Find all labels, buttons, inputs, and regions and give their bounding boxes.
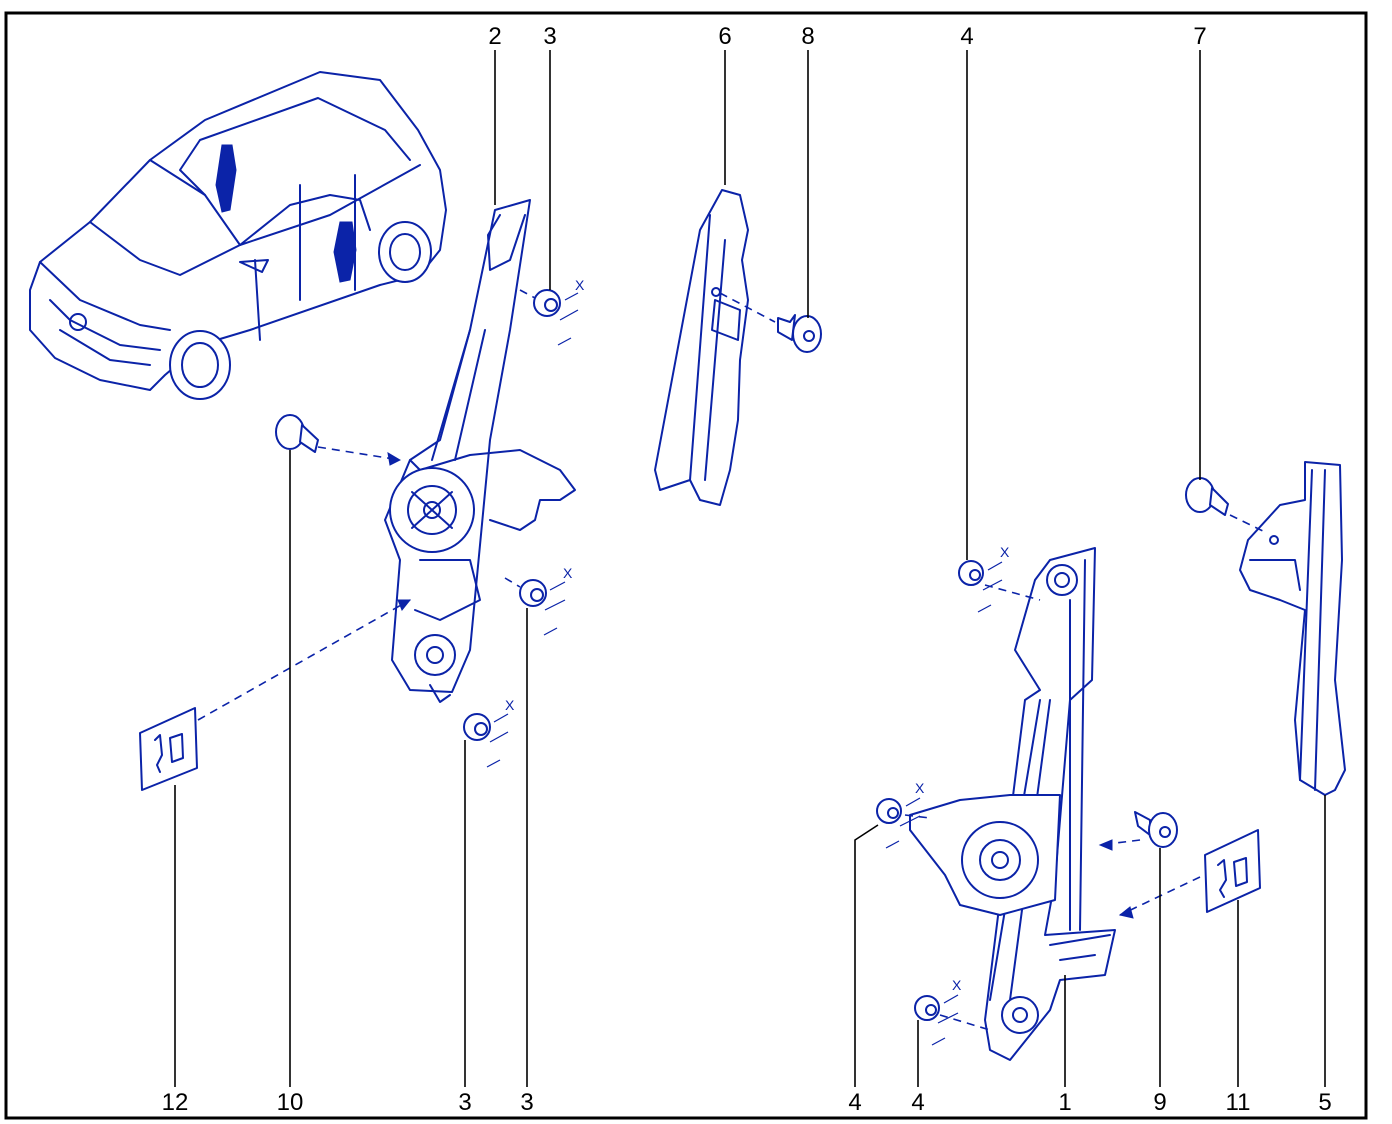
callout-8: 8 <box>801 23 814 50</box>
callout-4: 4 <box>960 23 973 50</box>
tightening-mark-3: X <box>486 697 515 768</box>
front-window-regulator <box>384 199 576 703</box>
callout-1: 1 <box>1058 1089 1071 1116</box>
tightening-mark-label: X <box>915 780 925 796</box>
rear-window-regulator <box>909 547 1116 1061</box>
rear-guide-rail <box>1239 461 1346 796</box>
tightening-mark-label: X <box>575 277 585 293</box>
nut-4-top <box>958 560 984 586</box>
tightening-mark-label: X <box>563 565 573 581</box>
callout-7: 7 <box>1193 23 1206 50</box>
nut-4-bottom <box>914 995 940 1021</box>
callout-3-right: 3 <box>520 1089 533 1116</box>
callout-11: 11 <box>1226 1089 1251 1116</box>
callout-4-left: 4 <box>848 1089 861 1116</box>
callout-5: 5 <box>1318 1089 1331 1116</box>
tightening-mark-2: X <box>543 565 573 636</box>
tightening-mark-4: X <box>977 544 1010 613</box>
callout-3: 3 <box>543 23 556 50</box>
diagram-frame <box>4 11 1368 1120</box>
top-callouts: 2 3 6 8 4 7 <box>488 23 1206 50</box>
bolt-10 <box>275 414 319 453</box>
adhesive-pad-11 <box>1204 829 1261 913</box>
tightening-indicators: X X X X X X <box>486 277 1010 1046</box>
callout-2: 2 <box>488 23 501 50</box>
vehicle-illustration <box>29 71 447 400</box>
nut-3-middle <box>519 579 547 607</box>
bolt-7 <box>1185 477 1229 516</box>
tightening-mark-label: X <box>1000 544 1010 560</box>
leader-lines <box>174 50 1326 1087</box>
nut-3-bottom <box>463 713 491 741</box>
nut-4-left <box>876 798 902 824</box>
callout-9: 9 <box>1153 1089 1166 1116</box>
tightening-mark-1: X <box>557 277 585 346</box>
tightening-mark-label: X <box>952 977 962 993</box>
bolt-9 <box>1134 811 1178 848</box>
front-guide-rail <box>654 189 749 506</box>
callout-3-left: 3 <box>458 1089 471 1116</box>
callout-10: 10 <box>277 1089 304 1116</box>
tightening-mark-6: X <box>931 977 962 1046</box>
tightening-mark-label: X <box>505 697 515 713</box>
tightening-mark-5: X <box>885 780 925 849</box>
callout-4-right: 4 <box>911 1089 924 1116</box>
callout-6: 6 <box>718 23 731 50</box>
assembly-guide-lines <box>197 289 1266 1031</box>
nut-3-top <box>533 289 561 317</box>
adhesive-pad-12 <box>139 707 198 791</box>
bottom-callouts: 12 10 3 3 4 4 1 9 11 5 <box>162 1089 1332 1116</box>
callout-12: 12 <box>162 1089 189 1116</box>
bolt-8 <box>777 314 822 353</box>
